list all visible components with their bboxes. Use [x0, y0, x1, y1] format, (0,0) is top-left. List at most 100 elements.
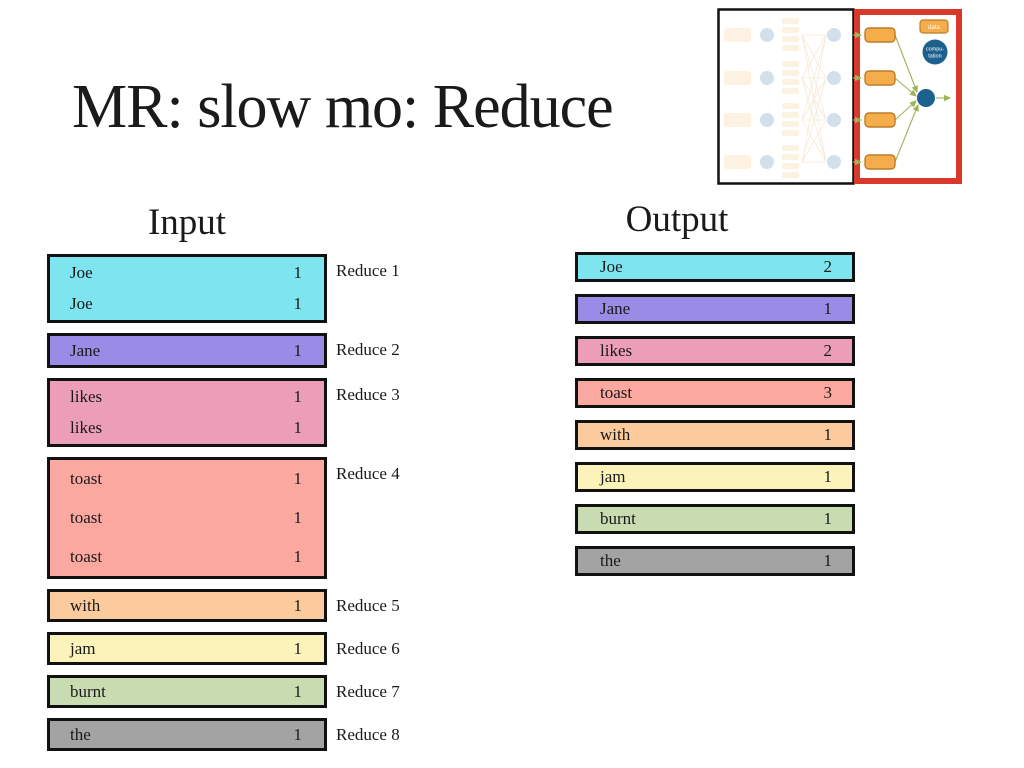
- kv-row: Joe 1: [50, 294, 324, 314]
- diagram-legend: data compu- tation: [919, 19, 949, 65]
- word: the: [70, 724, 91, 744]
- kv-row: burnt 1: [50, 682, 324, 702]
- legend-computation-label-line2: tation: [928, 54, 941, 60]
- key-group-box: the 1: [47, 718, 327, 751]
- word: Joe: [70, 262, 93, 282]
- word: the: [600, 551, 621, 570]
- count: 1: [293, 262, 303, 282]
- reduce-task-label: Reduce 7: [336, 682, 400, 701]
- word: Joe: [70, 294, 93, 314]
- word: with: [600, 425, 631, 444]
- mapreduce-diagram-thumbnail: data compu- tation: [717, 8, 962, 185]
- input-group-reduce-8: the 1 Reduce 8: [47, 718, 400, 751]
- reduce-task-label: Reduce 5: [336, 596, 400, 615]
- data-node-icon: [864, 27, 896, 170]
- output-row: likes 2: [575, 336, 855, 366]
- kv-row: Joe 1: [50, 263, 324, 283]
- word: Jane: [70, 340, 101, 360]
- word: likes: [600, 341, 633, 360]
- key-group-box: burnt 1: [47, 675, 327, 708]
- input-group-reduce-6: jam 1 Reduce 6: [47, 632, 400, 665]
- word: toast: [600, 383, 633, 402]
- count: 1: [823, 551, 833, 570]
- output-heading: Output: [625, 199, 729, 240]
- count: 1: [293, 681, 303, 701]
- legend-data-icon: [919, 19, 949, 34]
- key-group-box: likes 1 likes 1: [47, 378, 327, 447]
- count: 2: [823, 257, 833, 276]
- reduce-task-label: Reduce 6: [336, 639, 400, 658]
- input-column: Joe 1 Joe 1 Reduce 1 Jane 1 Reduce 2 lik…: [47, 254, 400, 761]
- count: 1: [293, 638, 303, 658]
- input-group-reduce-4: toast 1 toast 1 toast 1 Reduce 4: [47, 457, 400, 579]
- key-group-box: Jane 1: [47, 333, 327, 368]
- count: 3: [823, 383, 833, 402]
- kv-row: toast 1: [50, 547, 324, 567]
- count: 1: [293, 595, 303, 615]
- kv-row: likes 1: [50, 418, 324, 438]
- key-group-box: toast 1 toast 1 toast 1: [47, 457, 327, 579]
- count: 1: [293, 507, 303, 527]
- output-row: Joe 2: [575, 252, 855, 282]
- output-row: Jane 1: [575, 294, 855, 324]
- count: 1: [293, 294, 303, 314]
- output-row: toast 3: [575, 378, 855, 408]
- output-row: jam 1: [575, 462, 855, 492]
- word: burnt: [600, 509, 636, 528]
- reduce-task-label: Reduce 4: [336, 464, 400, 483]
- word: likes: [70, 418, 103, 438]
- count: 1: [293, 546, 303, 566]
- input-group-reduce-1: Joe 1 Joe 1 Reduce 1: [47, 254, 400, 323]
- count: 1: [823, 509, 833, 528]
- reduce-task-label: Reduce 1: [336, 261, 400, 280]
- output-row: the 1: [575, 546, 855, 576]
- kv-row: Jane 1: [50, 341, 324, 361]
- input-heading: Input: [147, 202, 227, 243]
- word: toast: [70, 469, 103, 489]
- reduce-task-label: Reduce 2: [336, 340, 400, 359]
- kv-row: the 1: [50, 725, 324, 745]
- count: 1: [823, 425, 833, 444]
- key-group-box: Joe 1 Joe 1: [47, 254, 327, 323]
- word: jam: [600, 467, 626, 486]
- kv-row: toast 1: [50, 508, 324, 528]
- output-row: burnt 1: [575, 504, 855, 534]
- kv-row: with 1: [50, 596, 324, 616]
- count: 1: [823, 299, 833, 318]
- legend-computation-icon: [922, 39, 948, 65]
- word: jam: [70, 638, 96, 658]
- input-group-reduce-7: burnt 1 Reduce 7: [47, 675, 400, 708]
- kv-row: jam 1: [50, 639, 324, 659]
- count: 1: [293, 724, 303, 744]
- computation-node-icon: [917, 89, 935, 107]
- diagram-frame: [717, 8, 855, 185]
- legend-data-label: data: [928, 25, 940, 31]
- kv-row: toast 1: [50, 469, 324, 489]
- ghost-map-stage: [724, 18, 841, 178]
- output-column: Joe 2 Jane 1 likes 2 toast 3 with 1 jam …: [575, 252, 855, 588]
- key-group-box: with 1: [47, 589, 327, 622]
- word: with: [70, 595, 101, 615]
- word: toast: [70, 546, 103, 566]
- count: 1: [293, 418, 303, 438]
- kv-row: likes 1: [50, 387, 324, 407]
- count: 1: [293, 386, 303, 406]
- count: 1: [823, 467, 833, 486]
- reduce-task-label: Reduce 3: [336, 385, 400, 404]
- count: 1: [293, 340, 303, 360]
- reduce-task-label: Reduce 8: [336, 725, 400, 744]
- word: Joe: [600, 257, 623, 276]
- key-group-box: jam 1: [47, 632, 327, 665]
- input-group-reduce-3: likes 1 likes 1 Reduce 3: [47, 378, 400, 447]
- output-row: with 1: [575, 420, 855, 450]
- count: 1: [293, 469, 303, 489]
- reduce-stage: [853, 27, 952, 170]
- legend-computation-label-line1: compu-: [926, 47, 945, 53]
- word: burnt: [70, 681, 106, 701]
- input-group-reduce-5: with 1 Reduce 5: [47, 589, 400, 622]
- slide-title: MR: slow mo: Reduce: [72, 73, 614, 141]
- word: toast: [70, 507, 103, 527]
- word: likes: [70, 386, 103, 406]
- word: Jane: [600, 299, 631, 318]
